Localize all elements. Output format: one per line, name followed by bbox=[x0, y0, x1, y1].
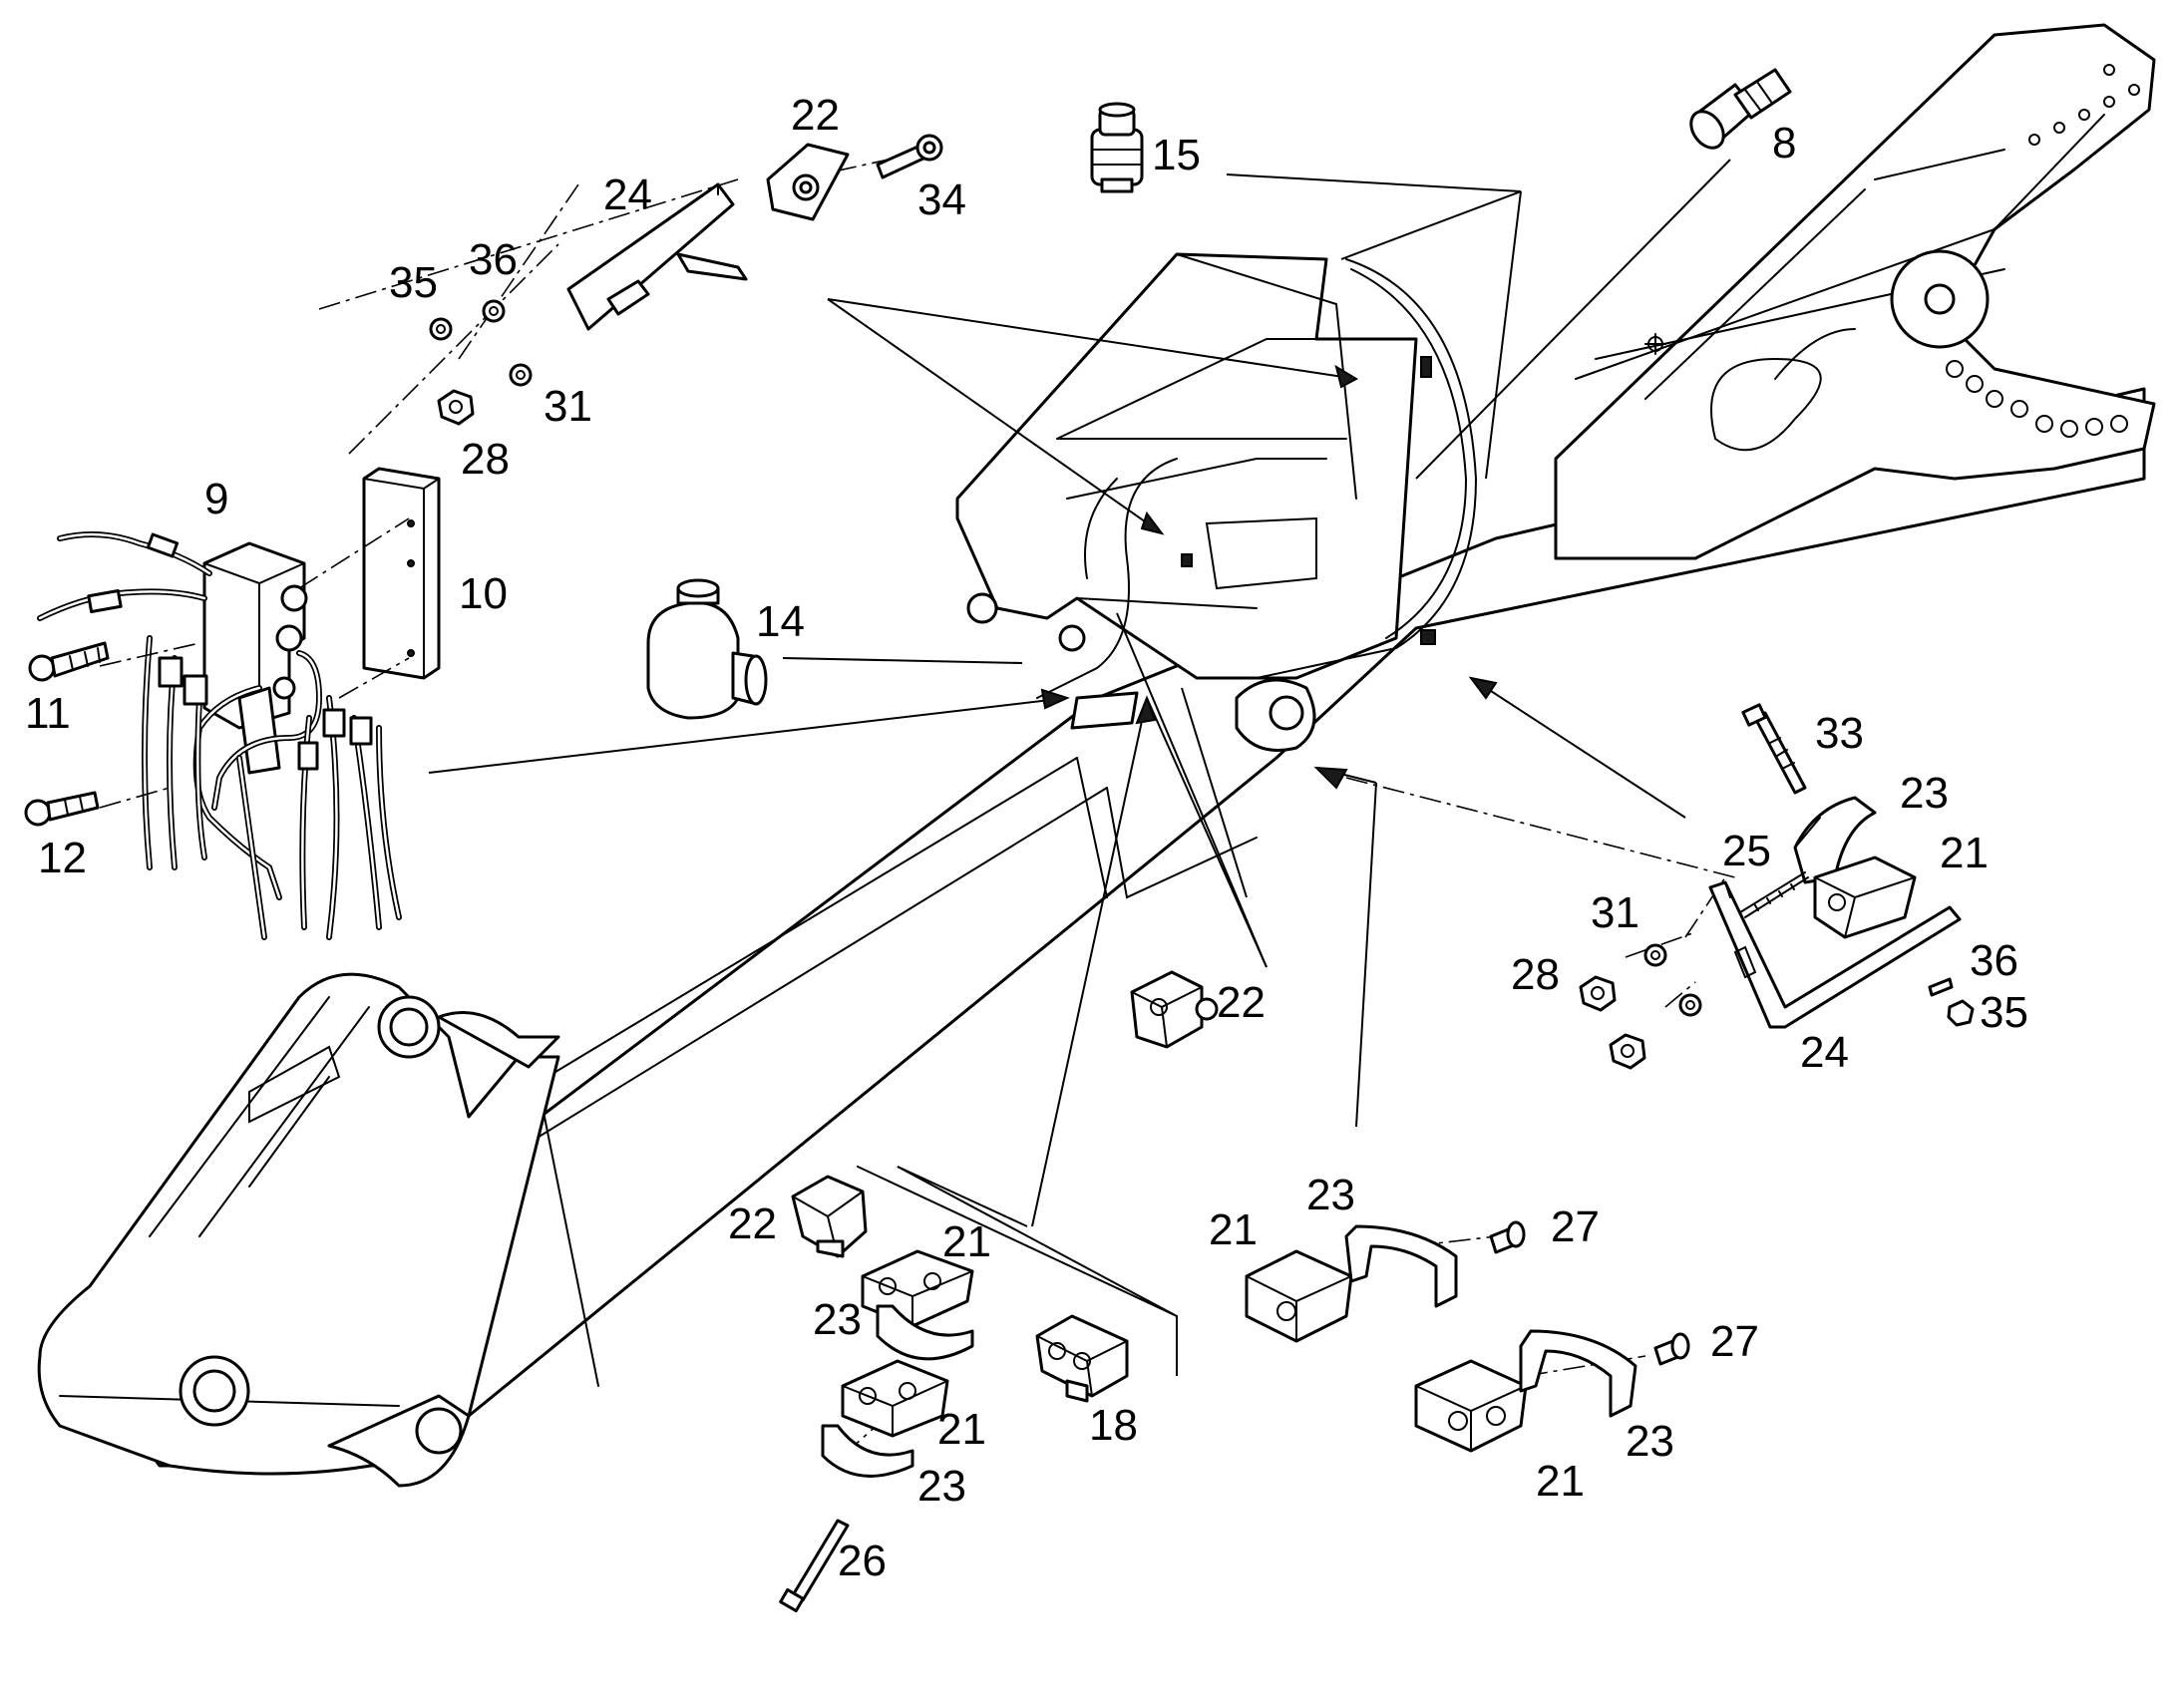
group-line bbox=[857, 1166, 1178, 1317]
nut-35-right bbox=[1947, 999, 1975, 1027]
label-24-a: 24 bbox=[603, 171, 652, 219]
nut-28-right bbox=[1579, 975, 1617, 1012]
pin-holes-upper bbox=[2028, 64, 2140, 146]
label-8: 8 bbox=[1772, 119, 1796, 168]
bolt-12 bbox=[24, 791, 100, 827]
label-35-b: 35 bbox=[1980, 988, 2028, 1037]
label-27-b: 27 bbox=[1710, 1317, 1759, 1366]
label-23-e: 23 bbox=[1626, 1417, 1674, 1466]
label-36-b: 36 bbox=[1970, 936, 2018, 985]
boom-arm bbox=[37, 23, 2156, 1488]
label-21-d: 21 bbox=[1209, 1205, 1258, 1254]
label-34: 34 bbox=[917, 175, 966, 224]
fitting-15 bbox=[1090, 102, 1144, 193]
label-10: 10 bbox=[459, 569, 508, 618]
label-28-b: 28 bbox=[1511, 950, 1560, 999]
washer-36-top bbox=[482, 299, 506, 323]
label-11: 11 bbox=[25, 689, 71, 738]
bracket-24-top bbox=[566, 182, 748, 331]
callout-labels: 8 9 10 11 12 14 15 18 21 21 21 21 21 22 … bbox=[25, 91, 2028, 1585]
bolt-11 bbox=[28, 641, 110, 682]
label-28-a: 28 bbox=[461, 435, 510, 484]
washer-36-right bbox=[1928, 977, 1954, 997]
label-23-c: 23 bbox=[917, 1462, 966, 1511]
clamp-22-bottom bbox=[791, 1175, 868, 1258]
clamp-23-bottom-b bbox=[821, 1424, 914, 1478]
label-22-a: 22 bbox=[791, 91, 840, 140]
bolt-34 bbox=[876, 134, 943, 179]
label-14: 14 bbox=[756, 597, 805, 646]
washer-31b-right bbox=[1678, 993, 1702, 1017]
clamp-22-middle bbox=[1130, 970, 1219, 1049]
label-21-c: 21 bbox=[937, 1405, 986, 1454]
washer-35-top bbox=[429, 317, 453, 341]
label-18: 18 bbox=[1089, 1401, 1138, 1450]
block-21-right bbox=[1813, 855, 1917, 939]
washer-31-right bbox=[1643, 943, 1667, 967]
fitting-8 bbox=[1689, 68, 1792, 150]
label-24-b: 24 bbox=[1800, 1028, 1849, 1077]
block-18 bbox=[1035, 1314, 1129, 1403]
clamp-23-set1 bbox=[1344, 1224, 1458, 1308]
clamp-22-top bbox=[766, 143, 850, 221]
bolt-33 bbox=[1741, 703, 1807, 795]
bolt-26 bbox=[779, 1519, 850, 1613]
label-25: 25 bbox=[1722, 827, 1771, 875]
clamp-23-set2 bbox=[1519, 1329, 1637, 1418]
label-27-a: 27 bbox=[1551, 1202, 1600, 1251]
label-23-a: 23 bbox=[1900, 769, 1949, 818]
washer-31-top bbox=[509, 363, 533, 387]
label-26: 26 bbox=[838, 1537, 887, 1585]
label-23-b: 23 bbox=[813, 1295, 862, 1344]
label-35-a: 35 bbox=[389, 258, 438, 307]
label-21-e: 21 bbox=[1536, 1457, 1585, 1506]
label-33: 33 bbox=[1815, 709, 1864, 758]
bolt-27-set2 bbox=[1653, 1332, 1690, 1366]
nut-28-top bbox=[437, 389, 475, 426]
label-21-a: 21 bbox=[1940, 829, 1989, 877]
label-23-d: 23 bbox=[1306, 1171, 1355, 1219]
label-22-b: 22 bbox=[1217, 978, 1266, 1027]
arrow-heads bbox=[1040, 364, 1498, 790]
block-21-set2 bbox=[1414, 1359, 1528, 1453]
bracket-24-right bbox=[1708, 880, 1962, 1029]
pin-holes-lower bbox=[1946, 360, 2128, 438]
label-31-a: 31 bbox=[544, 382, 592, 431]
valve-block-assembly bbox=[37, 531, 402, 940]
label-15: 15 bbox=[1152, 131, 1201, 179]
leader-lines bbox=[428, 159, 1731, 1376]
nut-28b-right bbox=[1609, 1033, 1646, 1070]
clamp-23-right bbox=[1793, 796, 1877, 884]
clamp-23-bottom-a bbox=[876, 1304, 974, 1361]
label-9: 9 bbox=[204, 475, 228, 523]
label-22-c: 22 bbox=[728, 1199, 777, 1248]
label-36-a: 36 bbox=[469, 235, 518, 284]
mounting-plate bbox=[362, 467, 441, 680]
block-21-bottom-b bbox=[841, 1359, 949, 1438]
fitting-14 bbox=[646, 578, 768, 720]
label-12: 12 bbox=[38, 834, 87, 882]
block-21-set1 bbox=[1245, 1249, 1353, 1343]
label-21-b: 21 bbox=[942, 1217, 991, 1266]
bolt-25 bbox=[1739, 871, 1809, 918]
label-31-b: 31 bbox=[1591, 888, 1639, 937]
bolt-27-set1 bbox=[1489, 1220, 1526, 1254]
